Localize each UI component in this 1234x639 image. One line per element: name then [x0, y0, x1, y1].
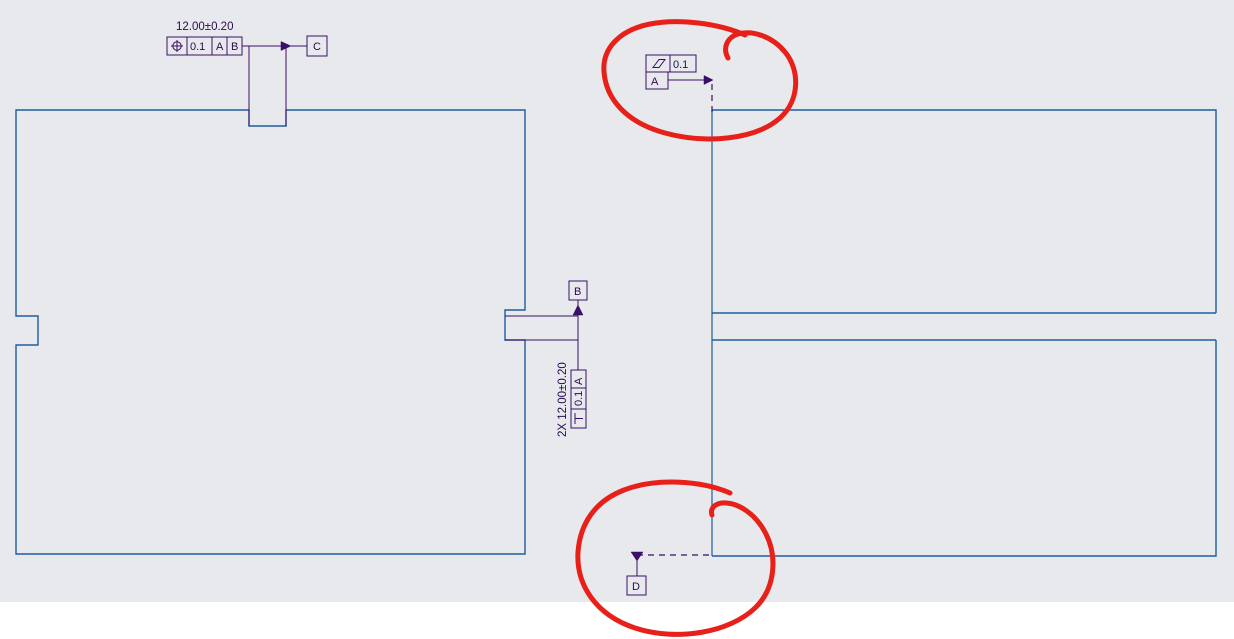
perpendicularity-tolerance-value: 0.1: [573, 391, 585, 406]
bottom-datum-triangle: [630, 551, 644, 562]
right-view-lower-outline: [712, 340, 1217, 557]
datum-c-box: [306, 35, 328, 57]
top-left-dimension-group[interactable]: 12.00±0.20 0.1 A B C: [166, 21, 328, 126]
datum-c-label: C: [313, 41, 321, 53]
perpendicularity-datum-a-label: A: [573, 377, 585, 385]
top-left-tolerance-value: 0.1: [190, 41, 205, 53]
red-highlight-circle-top: [601, 19, 799, 142]
datum-b-label: B: [574, 286, 581, 298]
bottom-datum-group[interactable]: D: [626, 551, 712, 596]
perpendicularity-symbol-cell: [570, 408, 587, 429]
parallelism-datum-a-label: A: [651, 76, 659, 88]
right-view-outline: [712, 109, 1217, 313]
perpendicularity-symbol-icon: [574, 413, 583, 424]
top-right-callout-group[interactable]: 0.1 A: [645, 54, 714, 112]
top-right-datum-triangle: [703, 75, 714, 85]
position-symbol-icon: [171, 40, 183, 52]
red-highlight-circle-bottom: [575, 479, 776, 637]
middle-dimension-value: 2X 12.00±0.20: [557, 362, 569, 437]
top-left-datum-a: A: [216, 41, 224, 53]
perpendicularity-frame: A 0.1: [570, 369, 587, 429]
parallelism-tolerance-cell: [669, 54, 697, 73]
datum-d-label: D: [632, 581, 640, 593]
parallelism-tolerance-value: 0.1: [673, 59, 688, 71]
datum-d-box: [626, 575, 647, 596]
top-left-datum-b: B: [231, 41, 238, 53]
datum-b-triangle: [572, 304, 584, 316]
parallelism-symbol-icon: [652, 59, 666, 68]
top-left-dimension-value: 12.00±0.20: [176, 21, 233, 33]
middle-dimension-group[interactable]: B 2X 12.00±0.20 A 0.1: [505, 280, 588, 437]
